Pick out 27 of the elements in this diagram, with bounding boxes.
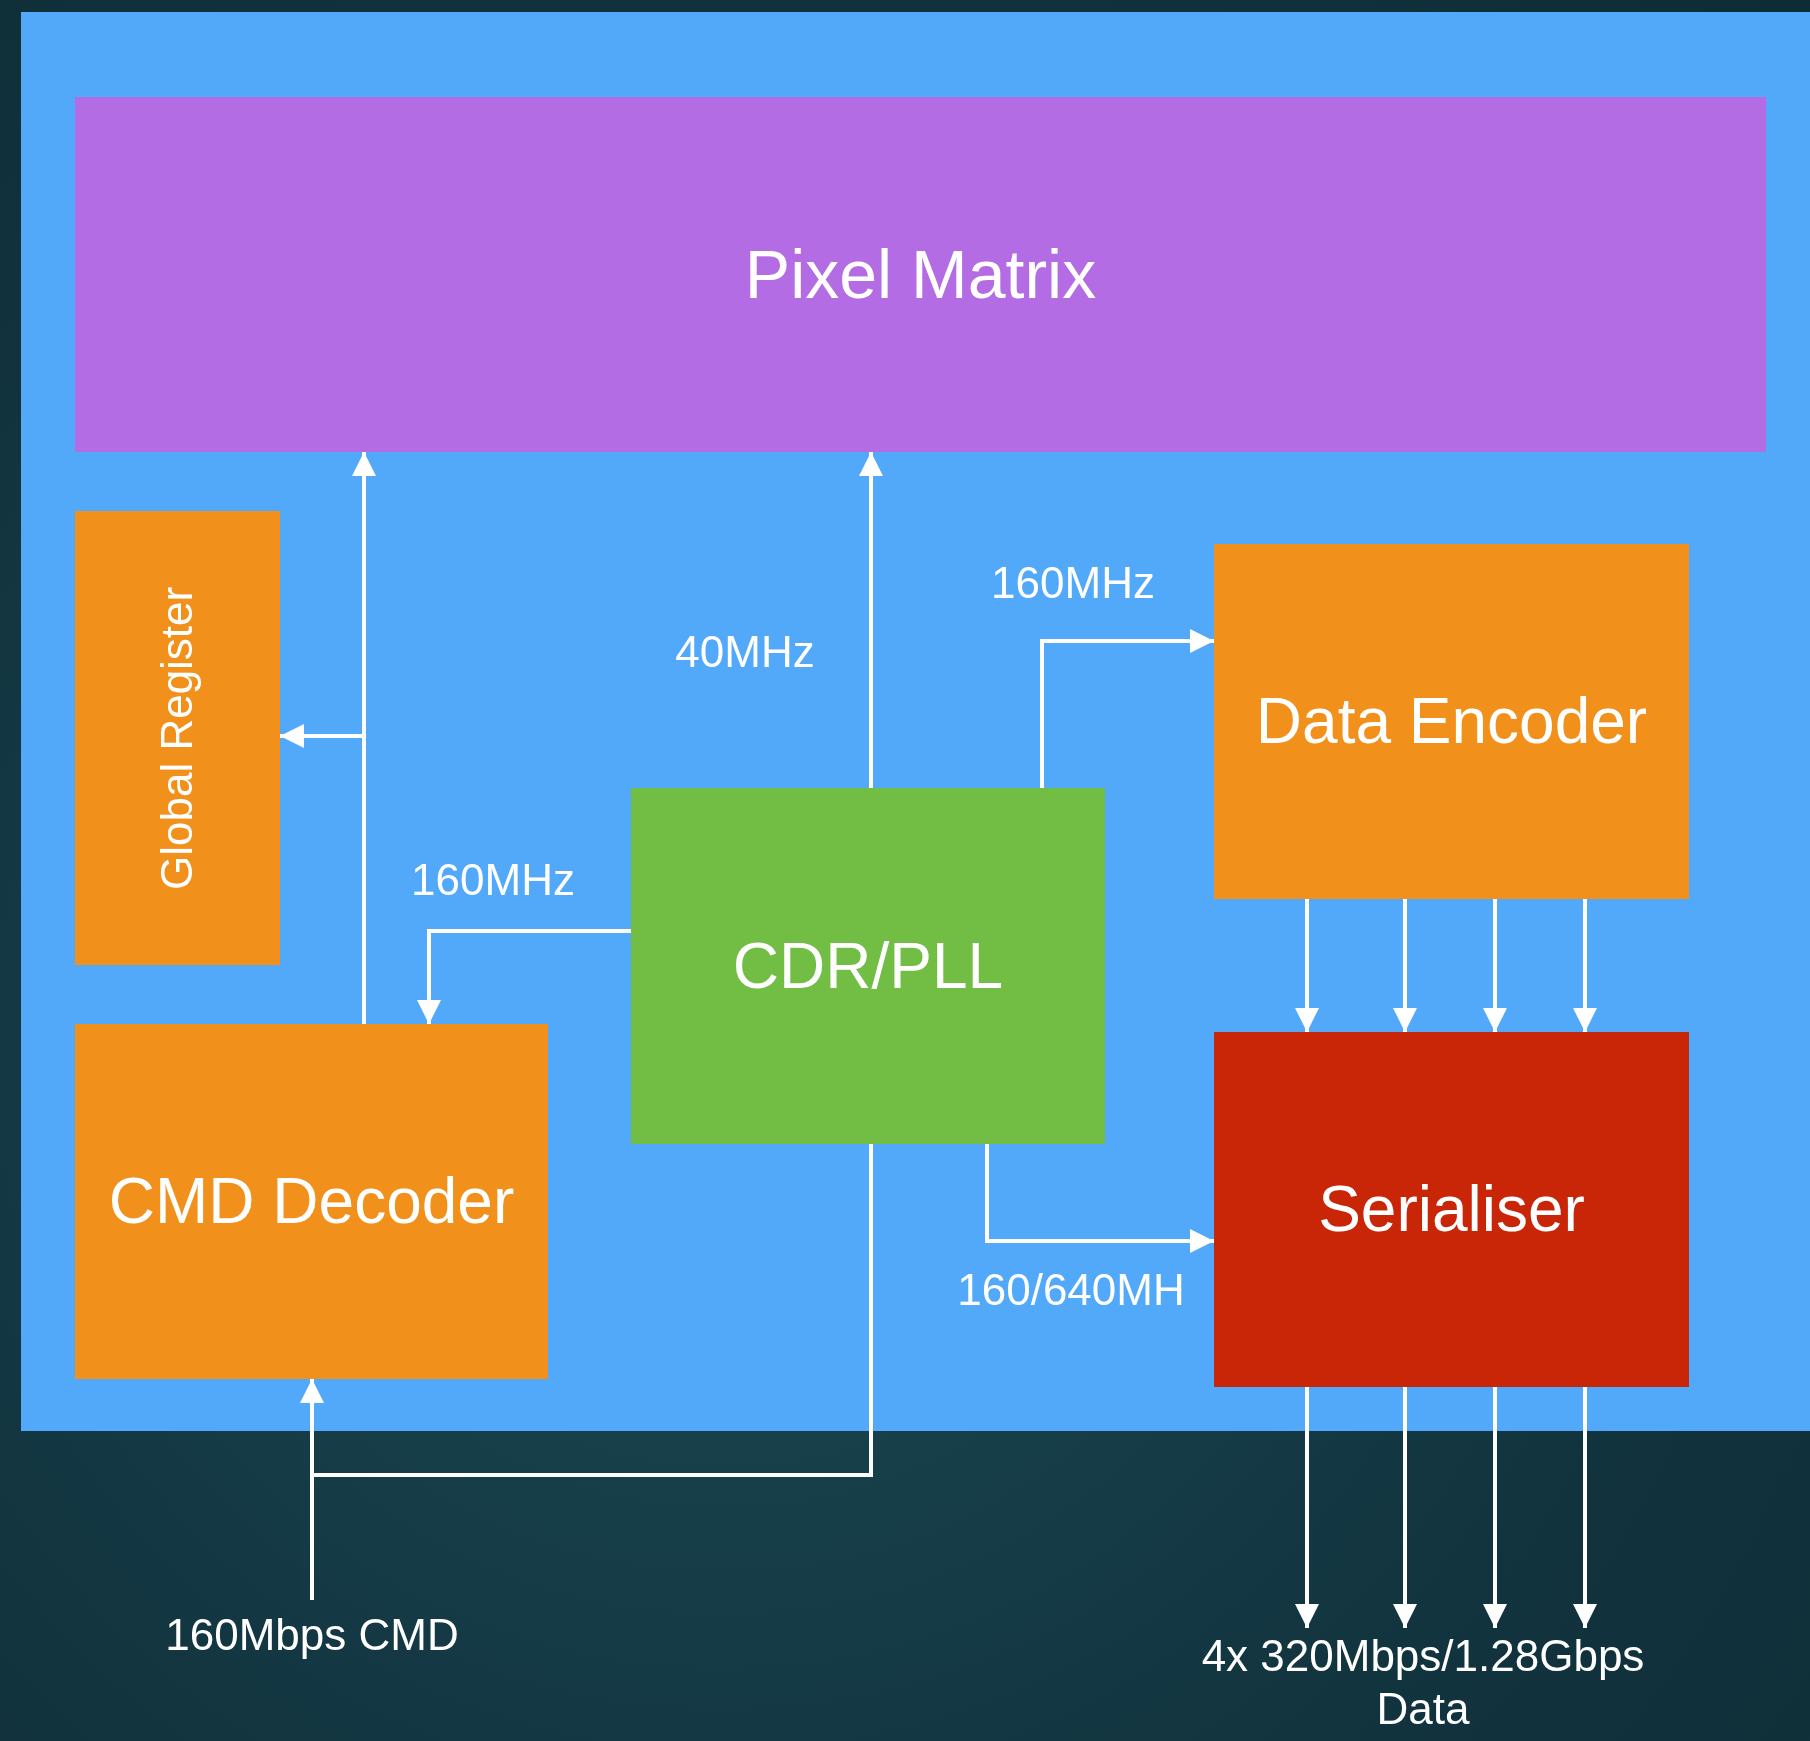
arrow [1573, 1387, 1597, 1628]
arrow [985, 1144, 1214, 1253]
arrow [1295, 1387, 1319, 1628]
block-title: Global Register [151, 586, 203, 890]
serialiser-block [1214, 1032, 1689, 1387]
block-title: CDR/PLL [732, 928, 1004, 1004]
block-title: Data Encoder [1255, 684, 1648, 760]
input-label: 160Mbps CMD [165, 1608, 459, 1661]
arrow [1483, 1387, 1507, 1628]
register-block [75, 511, 280, 965]
pixel-matrix-block [75, 97, 1766, 452]
arrow [280, 724, 366, 1024]
arrow [417, 929, 631, 1024]
block-title: CMD Decoder [108, 1164, 515, 1240]
arrow [1040, 629, 1214, 788]
arrow [1393, 1387, 1417, 1628]
decoder-block [75, 1024, 548, 1379]
arrow [859, 452, 883, 788]
output-label: 4x 320Mbps/1.28Gbps Data [1200, 1630, 1646, 1735]
block-title: Pixel Matrix [744, 234, 1097, 314]
block-title: Serialiser [1318, 1172, 1585, 1248]
arrow [1295, 899, 1319, 1032]
clock-block [631, 788, 1105, 1144]
arrow [1573, 899, 1597, 1032]
arrow [1483, 899, 1507, 1032]
encoder-block [1214, 544, 1689, 899]
arrow [1393, 899, 1417, 1032]
